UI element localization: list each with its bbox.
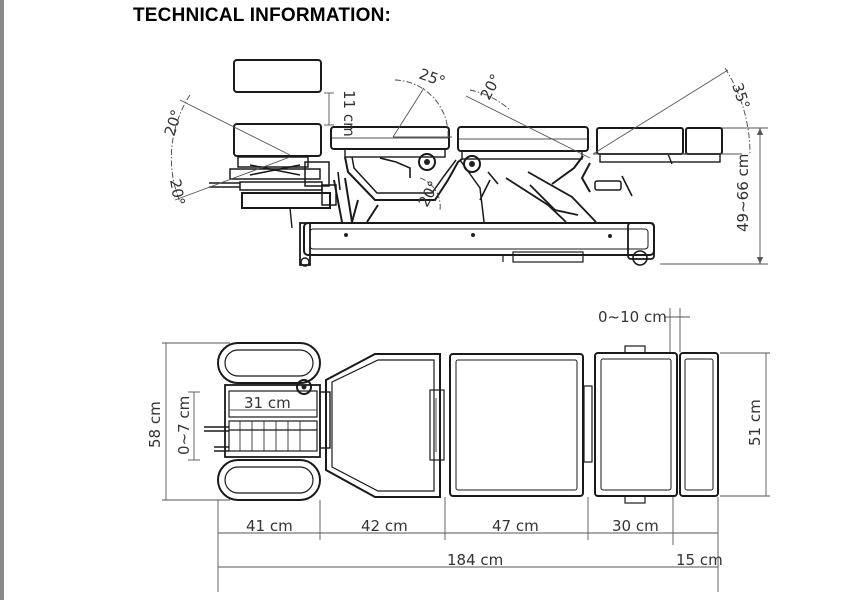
headpiece-width-label: 31 cm <box>244 394 291 412</box>
side-view: 11 cm 20° 20° 25° 20° 20° 35° 49~66 cm <box>161 59 768 267</box>
gap-adjust-label: 0~10 cm <box>598 308 667 326</box>
headrest-height-label: 11 cm <box>340 90 358 137</box>
head-pad <box>233 123 322 157</box>
leg-angle-label: 35° <box>728 81 753 112</box>
pelvic-pad <box>596 127 684 155</box>
height-range-label: 49~66 cm <box>734 154 752 232</box>
lumbar-angle-label: 20° <box>477 71 505 103</box>
head-down-angle-label: 20° <box>166 178 188 207</box>
body-width-label: 51 cm <box>746 399 764 446</box>
page-title: TECHNICAL INFORMATION: <box>133 5 392 26</box>
pelvic-length-label: 30 cm <box>612 517 659 535</box>
thoracic-section <box>325 353 441 498</box>
head-up-angle-label: 20° <box>161 107 186 138</box>
right-armrest <box>217 459 321 501</box>
leg-pad <box>685 127 723 155</box>
head-length-label: 41 cm <box>246 517 293 535</box>
pelvic-section <box>594 352 678 497</box>
leg-section <box>679 352 719 497</box>
top-view: 41 cm 42 cm 47 cm 30 cm 184 cm 15 cm 31 … <box>146 308 770 592</box>
leg-length-label: 15 cm <box>676 551 723 569</box>
lumbar-length-label: 47 cm <box>492 517 539 535</box>
lumbar-section <box>449 353 584 497</box>
headpiece-adjust-label: 0~7 cm <box>175 396 193 455</box>
head-width-label: 58 cm <box>146 401 164 448</box>
total-length-label: 184 cm <box>447 551 503 569</box>
thoracic-angle-label: 25° <box>417 65 448 91</box>
thoracic-length-label: 42 cm <box>361 517 408 535</box>
left-armrest <box>217 342 321 384</box>
left-border <box>0 0 4 600</box>
